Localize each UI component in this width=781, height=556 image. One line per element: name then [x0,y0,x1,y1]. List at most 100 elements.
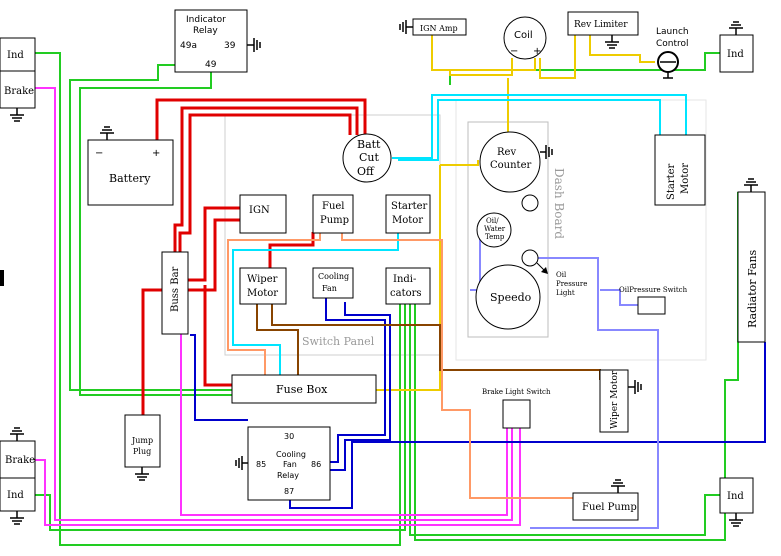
jump-plug-label: Jump [131,436,153,445]
indicator-relay-title: Indicator [186,15,226,25]
ign-switch-label: IGN [249,205,270,216]
oil-water-temp-label-3: Temp [485,233,505,241]
coil-plus: + [533,46,541,57]
ind-bottom-left-label: Ind [7,490,24,501]
batt-cut-off-label-3: Off [357,165,375,178]
ign-amp-label: IGN Amp [420,24,458,33]
rev-counter-label: Rev [497,147,516,158]
radiator-fans-label: Radiator Fans [746,249,759,328]
power-wires [141,98,367,415]
battery [87,139,174,206]
starter-motor-switch [385,194,431,234]
rev-counter-label-2: Counter [490,160,531,171]
cooling-fan-switch-label: Cooling [318,272,349,281]
coil-label: Coil [514,30,533,41]
ground-icon [399,20,413,34]
speedo-label: Speedo [490,291,532,304]
wiper-motor-switch-label: Wiper [247,274,278,285]
batt-cut-off-label-2: Cut [359,151,380,164]
indicator-relay-pin-39: 39 [224,41,236,51]
coil [503,16,547,60]
starter-wires [232,94,687,375]
indicator-relay-pin-49: 49 [205,60,217,70]
ind-top-left-label: Ind [7,50,24,61]
launch-control-label: Launch [656,27,689,37]
wiper-motor-switch [239,267,287,305]
starter-motor-label: Starter [666,163,677,200]
indicators-switch [385,267,431,305]
battery-plus: + [152,148,160,159]
jump-plug-label-2: Plug [133,447,151,456]
indicator-relay [174,9,248,73]
oil-pressure-light-label-2: Pressure [556,280,587,288]
cooling-fan-relay-label-2: Fan [283,460,297,469]
ground-icon [235,456,248,470]
cooling-fan-relay-label: Cooling [276,450,306,459]
ground-icon [10,427,24,441]
jump-plug [124,414,161,468]
cooling-fan-relay-label-3: Relay [277,471,299,480]
ground-icon [744,178,758,192]
oil-pressure-light-label: Oil [556,271,567,279]
ground-icon [10,511,24,525]
ind-top-right [719,34,754,73]
buss-bar [161,251,189,335]
indicator-wires [35,52,739,546]
indicator-relay-title-2: Relay [193,26,218,36]
brake-light-switch [502,399,531,429]
fuse-box-label: Fuse Box [276,383,328,396]
ind-top-right-label: Ind [727,49,744,60]
battery-minus: − [95,148,103,159]
cooling-fan-switch [312,267,354,299]
cooling-fan-relay-pin-87: 87 [284,487,294,496]
indicators-switch-label-2: cators [390,288,422,299]
brake-bottom-left-label: Brake [5,455,35,466]
speedo [475,264,541,330]
rev-limiter-label: Rev Limiter [574,20,628,30]
brake-top-left [0,70,36,109]
indicators-switch-label: Indi- [393,274,416,285]
indicator-relay-pin-49a: 49a [180,41,197,51]
oil-water-temp-label-2: Water [484,225,506,233]
fuel-pump-label: Fuel Pump [582,502,637,513]
oil-water-temp-label: Oil/ [486,217,499,225]
brake-light-switch-label: Brake Light Switch [482,388,551,396]
wiper-motor-label: Wiper Motor [610,370,620,429]
ground-icon [729,21,743,35]
fuel-pump-switch-label-2: Pump [320,215,349,226]
cooling-fan-relay [247,426,331,501]
buss-bar-label: Buss Bar [170,266,181,312]
cooling-fan-relay-pin-85: 85 [256,460,266,469]
ground-icon [135,467,149,481]
starter-motor-switch-label-2: Motor [392,215,423,226]
ind-bottom-left [0,477,36,512]
rev-limiter [567,11,639,36]
launch-control-label-2: Control [656,39,689,49]
cooling-fan-relay-pin-86: 86 [311,460,321,469]
brake-wires [35,87,521,526]
cooling-fan-switch-label-2: Fan [322,284,337,293]
ground-icon [611,479,625,493]
battery-label: Battery [109,172,151,185]
fuse-box [231,374,377,404]
cooling-fan-relay-pin-30: 30 [284,432,294,441]
brake-bottom-left [0,440,36,479]
ind-bottom-right-label: Ind [727,491,744,502]
ground-icon [100,126,114,140]
oil-pressure-light-label-3: Light [556,289,575,297]
fuel-pump-switch-label: Fuel [322,201,345,212]
ground-icon [247,38,261,52]
fan-wires [190,298,766,509]
edge-marker [0,270,4,286]
warning-light-icon [521,194,539,212]
brake-top-left-label: Brake [4,86,34,97]
starter-motor [654,134,706,206]
switch-panel-label: Switch Panel [302,335,375,348]
oil-pressure-light-icon [521,249,539,267]
wiper-motor-switch-label-2: Motor [247,288,278,299]
starter-motor-switch-label: Starter [391,201,428,212]
ind-top-left [0,37,36,72]
starter-motor-label-2: Motor [680,163,691,194]
